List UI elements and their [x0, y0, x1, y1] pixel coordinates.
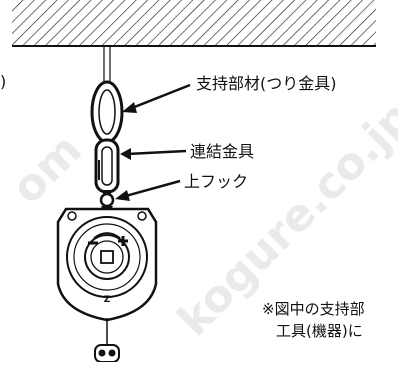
body-mark: Z: [104, 295, 111, 305]
leader-support: [122, 83, 191, 113]
label-support-member: 支持部材(つり金具): [196, 74, 337, 93]
label-left-fragment: ): [0, 72, 7, 91]
leader-hook: [115, 179, 181, 201]
balancer-body: Z: [56, 207, 158, 322]
note-line-1: ※図中の支持部: [262, 300, 365, 318]
ceiling: [12, 0, 376, 47]
note-line-2: 工具(機器)に: [276, 322, 363, 340]
lower-cable: [94, 318, 120, 363]
mount-hole-left: [67, 211, 77, 221]
support-ring: [90, 80, 124, 144]
adjuster-knob: [84, 232, 130, 280]
adjust-arrow-arc: [93, 232, 121, 239]
label-upper-hook: 上フック: [184, 172, 249, 191]
carabiner: [94, 138, 120, 194]
mount-hole-right: [137, 211, 147, 221]
label-connector: 連結金具: [190, 142, 255, 161]
leader-connector: [120, 148, 187, 160]
